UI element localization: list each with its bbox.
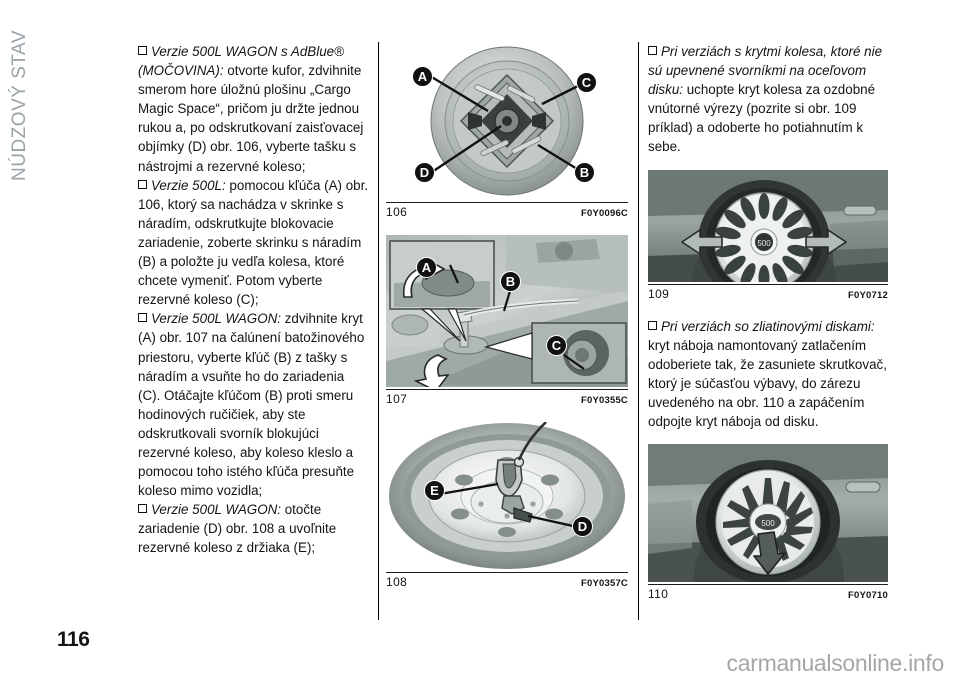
paragraph-hubcap-steel: Pri verziách s krytmi kolesa, ktoré nie … bbox=[648, 42, 888, 157]
figure-109-code: F0Y0712 bbox=[848, 289, 888, 301]
figure-107-callout-b: B bbox=[500, 271, 521, 292]
figure-108-number: 108 bbox=[386, 575, 408, 589]
paragraph-body: pomocou kľúča (A) obr. 106, ktorý sa nac… bbox=[138, 177, 369, 308]
figure-106-callout-a: A bbox=[412, 66, 433, 87]
square-bullet-icon bbox=[648, 46, 657, 55]
figure-107: A B C 107 F0Y0355C bbox=[386, 235, 628, 406]
paragraph-adblue: Verzie 500L WAGON s AdBlue® (MOČOVINA): … bbox=[138, 42, 370, 176]
figure-107-caption: 107 F0Y0355C bbox=[386, 389, 628, 406]
paragraph-lead: Verzie 500L WAGON: bbox=[151, 502, 281, 518]
spare-wheel-well-illustration bbox=[429, 46, 585, 196]
watermark: carmanualsonline.info bbox=[726, 650, 945, 676]
text-figure-column-right: Pri verziách s krytmi kolesa, ktoré nie … bbox=[648, 42, 888, 601]
paragraph-body: otvorte kufor, zdvihnite smerom hore úlo… bbox=[138, 63, 364, 174]
column-divider-1 bbox=[378, 42, 379, 620]
paragraph-lead: Verzie 500L: bbox=[151, 177, 226, 193]
figure-110-caption: 110 F0Y0710 bbox=[648, 584, 888, 601]
figure-109-number: 109 bbox=[648, 286, 670, 301]
paragraph-body: kryt náboja namontovaný zatlačením odobe… bbox=[648, 337, 887, 430]
figure-107-code: F0Y0355C bbox=[580, 395, 628, 406]
square-bullet-icon bbox=[138, 46, 147, 55]
paragraph-500l: Verzie 500L: pomocou kľúča (A) obr. 106,… bbox=[138, 176, 370, 310]
paragraph-wagon-bracket: Verzie 500L WAGON: otočte zariadenie (D)… bbox=[138, 500, 370, 557]
paragraph-body: uchopte kryt kolesa za ozdobné vnútorné … bbox=[648, 82, 876, 155]
figure-107-image: A B C bbox=[386, 235, 628, 387]
figure-106-callout-c: C bbox=[576, 72, 597, 93]
figure-106-image: A C D B bbox=[386, 42, 628, 200]
paragraph-hubcap-alloy: Pri verziách so zliatinovými diskami: kr… bbox=[648, 317, 888, 432]
square-bullet-icon bbox=[138, 504, 147, 514]
figure-106: A C D B 106 F0Y0096C bbox=[386, 42, 628, 219]
square-bullet-icon bbox=[138, 313, 147, 323]
column-divider-2 bbox=[638, 42, 639, 620]
steel-wheel-hubcap-illustration: 500 bbox=[648, 169, 888, 282]
figure-110-code: F0Y0710 bbox=[848, 590, 888, 602]
svg-text:500: 500 bbox=[761, 519, 775, 528]
paragraph-body: zdvihnite kryt (A) obr. 107 na čalúnení … bbox=[138, 311, 365, 499]
figure-108-image: E D bbox=[386, 422, 628, 570]
figure-107-number: 107 bbox=[386, 392, 408, 406]
figure-column-middle: A C D B 106 F0Y0096C bbox=[386, 42, 628, 589]
figure-106-code: F0Y0096C bbox=[580, 208, 628, 219]
figure-110-number: 110 bbox=[648, 587, 669, 602]
spare-wheel-bracket-illustration bbox=[389, 422, 625, 569]
chapter-label: NÚDZOVÝ STAV bbox=[9, 30, 30, 181]
figure-108-callout-d: D bbox=[572, 516, 593, 537]
figure-109: 500 109 F0Y0712 bbox=[648, 169, 888, 301]
figure-107-callout-c: C bbox=[546, 335, 567, 356]
alloy-wheel-hubcap-illustration: 500 bbox=[648, 444, 888, 583]
paragraph-lead: Verzie 500L WAGON: bbox=[151, 311, 281, 327]
paragraph-body: otočte zariadenie (D) obr. 108 a uvoľnit… bbox=[138, 502, 337, 556]
figure-106-callout-b: B bbox=[574, 162, 595, 183]
figure-109-caption: 109 F0Y0712 bbox=[648, 283, 888, 301]
figure-107-callout-a: A bbox=[416, 257, 437, 278]
figure-110-image: 500 bbox=[648, 444, 888, 583]
figure-108-callout-e: E bbox=[424, 480, 445, 501]
square-bullet-icon bbox=[648, 320, 657, 330]
figure-110: 500 110 F0Y0710 bbox=[648, 444, 888, 601]
figure-106-caption: 106 F0Y0096C bbox=[386, 202, 628, 219]
page-number: 116 bbox=[57, 628, 90, 651]
paragraph-wagon-lid: Verzie 500L WAGON: zdvihnite kryt (A) ob… bbox=[138, 309, 370, 500]
figure-106-number: 106 bbox=[386, 205, 408, 219]
figure-106-callout-d: D bbox=[414, 162, 435, 183]
figure-108-caption: 108 F0Y0357C bbox=[386, 572, 628, 589]
square-bullet-icon bbox=[138, 179, 147, 189]
figure-109-image: 500 bbox=[648, 169, 888, 282]
figure-108: E D 108 F0Y0357C bbox=[386, 422, 628, 589]
figure-108-code: F0Y0357C bbox=[580, 578, 628, 589]
svg-text:500: 500 bbox=[757, 239, 771, 248]
paragraph-lead: Pri verziách s krytmi kolesa, ktoré nie … bbox=[648, 44, 883, 98]
text-column-left: Verzie 500L WAGON s AdBlue® (MOČOVINA): … bbox=[138, 42, 370, 558]
paragraph-lead: Verzie 500L WAGON s AdBlue® (MOČOVINA): bbox=[138, 44, 344, 79]
paragraph-lead: Pri verziách so zliatinovými diskami: bbox=[661, 318, 875, 334]
chapter-tab: NÚDZOVÝ STAV bbox=[0, 30, 40, 350]
